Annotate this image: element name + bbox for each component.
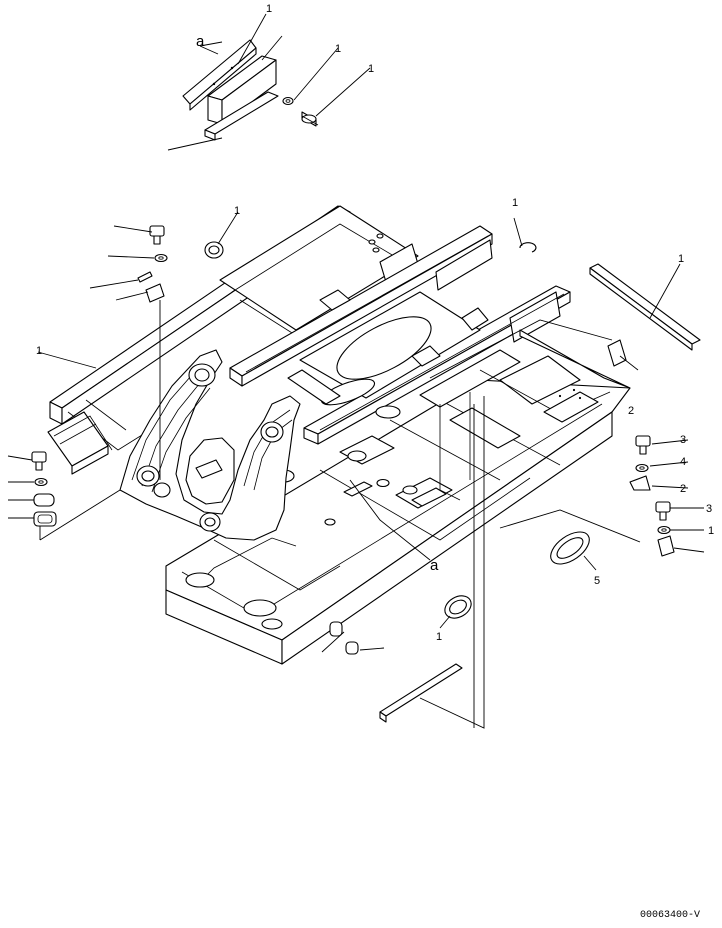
callout-label: 2 — [680, 483, 686, 495]
callout-label: 2 — [628, 405, 634, 417]
boom-mounting-bracket — [119, 349, 301, 541]
callout-label: 3 — [680, 434, 686, 446]
front-pad-blocks — [47, 411, 113, 475]
bottom-plug-2 — [345, 641, 359, 655]
large-grommet — [550, 531, 590, 565]
callout-label: 1 — [678, 253, 684, 265]
callout-label: 1 — [512, 197, 518, 209]
top-grommet — [204, 241, 224, 259]
callout-label: 4 — [680, 456, 686, 468]
left-washer-lower — [34, 477, 48, 487]
callout-label: 1 — [335, 43, 341, 55]
right-cover-tab-upper — [607, 339, 627, 367]
right-bolt-2 — [655, 501, 671, 521]
callout-label: 1 — [36, 345, 42, 357]
right-washer-1 — [635, 463, 649, 473]
top-bolt — [301, 111, 319, 127]
right-frame-plates — [479, 329, 631, 423]
small-grommet — [444, 595, 472, 619]
left-bolt-top — [149, 225, 165, 245]
left-bolt-lower — [31, 451, 47, 471]
top-cover-plate — [182, 39, 257, 111]
right-tab-1 — [629, 475, 651, 491]
callout-label: 1 — [368, 63, 374, 75]
left-washer-top — [154, 253, 168, 263]
letter-label-a: a — [196, 33, 205, 50]
right-tab-2 — [657, 535, 675, 557]
lower-frame-deck — [165, 379, 631, 665]
callout-label: 1 — [266, 3, 272, 15]
left-cap-1 — [33, 493, 55, 507]
top-washer — [282, 96, 294, 106]
letter-label-a: a — [430, 557, 439, 574]
rear-deck-plates — [219, 205, 421, 339]
callout-label: 1 — [436, 631, 442, 643]
callout-label: 1 — [708, 525, 714, 537]
clip-ring — [519, 242, 537, 253]
right-washer-2 — [657, 525, 671, 535]
long-rod-upper — [589, 263, 701, 351]
center-beam-upper — [229, 225, 493, 387]
leader-lines — [7, 13, 705, 729]
left-key-pin — [137, 271, 153, 283]
left-tab-plate — [145, 283, 165, 303]
top-support-block — [207, 55, 277, 125]
callout-labels: 1 1 1 1 1 1 1 2 2 3 4 3 1 5 1 a a 000634… — [36, 3, 714, 921]
callout-label: 1 — [234, 205, 240, 217]
right-bolt-1 — [635, 435, 651, 455]
left-cap-2 — [33, 511, 57, 527]
callout-label: 5 — [594, 575, 600, 587]
callout-label: 3 — [706, 503, 712, 515]
drawing-code: 00063400-V — [640, 910, 700, 921]
bottom-plug-1 — [329, 621, 343, 637]
long-rod-lower — [379, 663, 463, 723]
